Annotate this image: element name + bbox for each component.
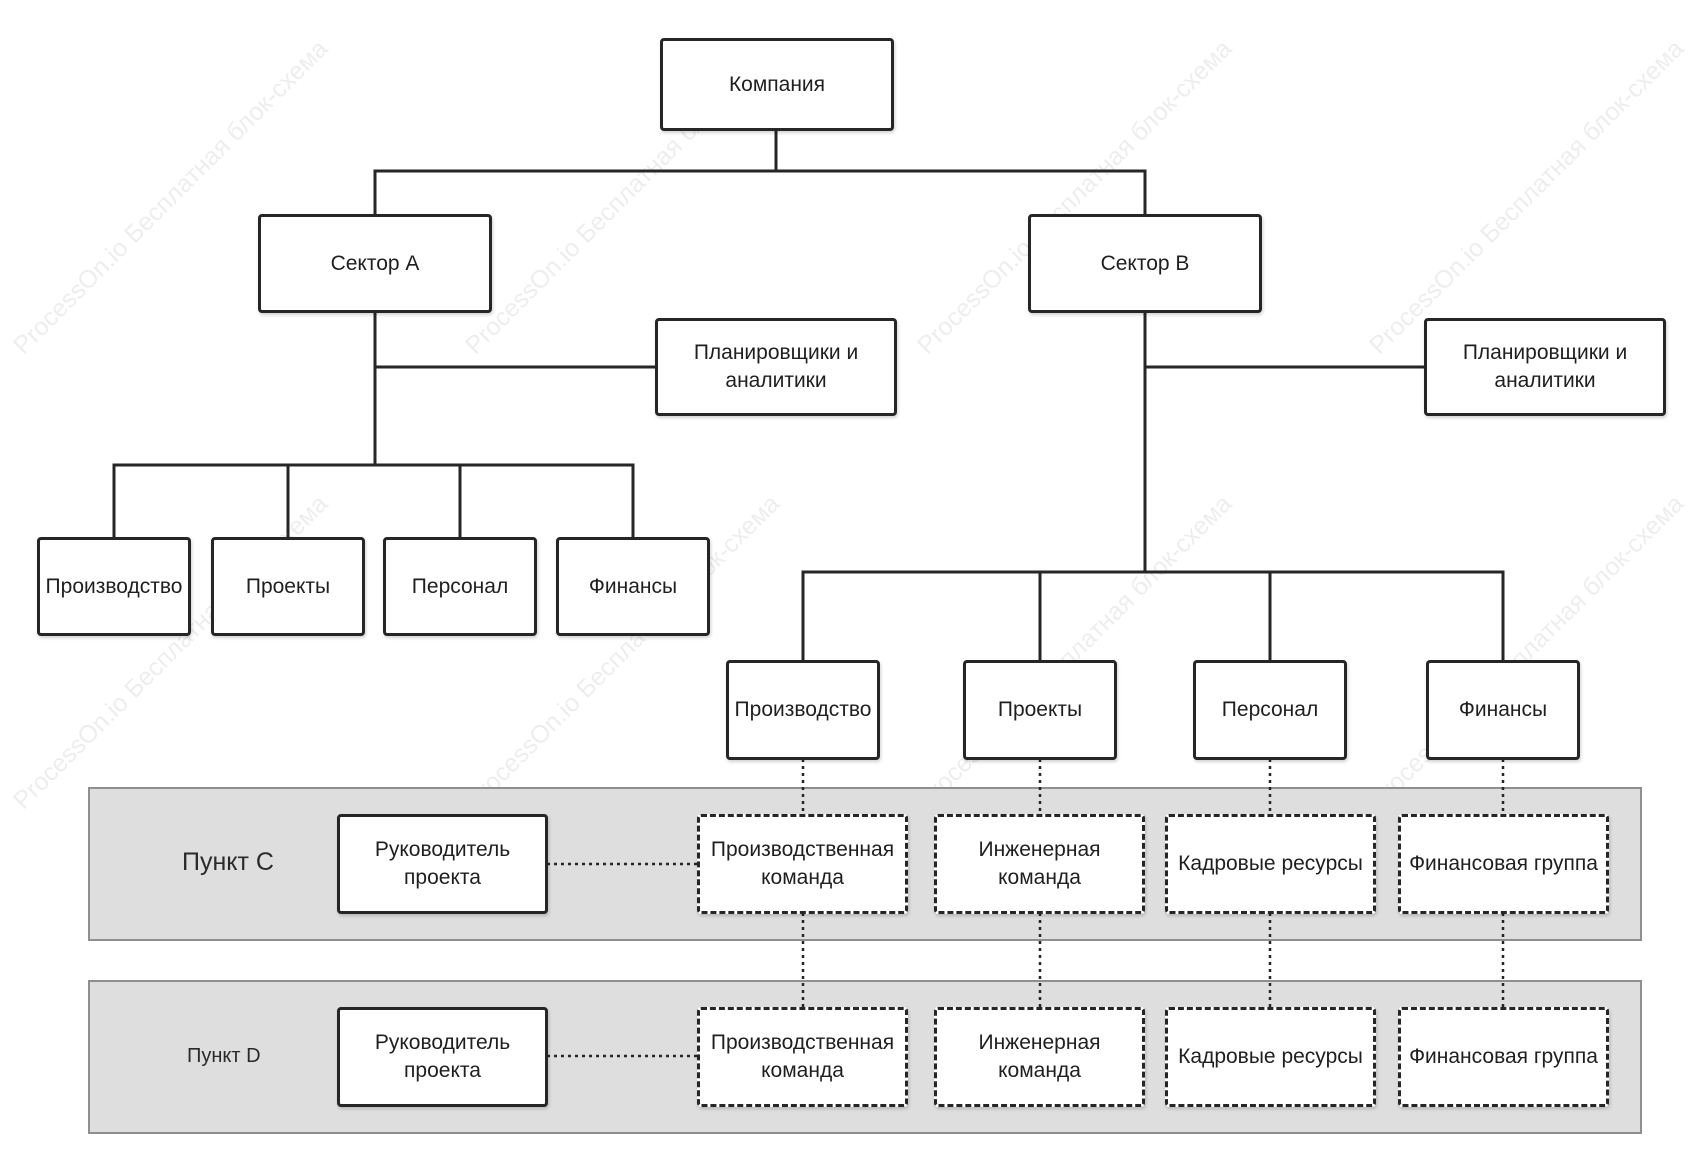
point-d-team-node[interactable]: Кадровые ресурсы [1165, 1007, 1376, 1107]
node-label: Сектор В [1100, 251, 1190, 275]
sector-b-advisors-node[interactable]: Планировщики и аналитики [1424, 318, 1666, 416]
sector-b-department-node[interactable]: Финансы [1426, 660, 1580, 760]
node-label: Персонал [411, 574, 509, 598]
sector-b-node[interactable]: Сектор В [1028, 214, 1262, 313]
node-label: Кадровые ресурсы [1178, 852, 1363, 875]
node-label: Производственная команда [710, 1031, 895, 1082]
sector-a-advisors-node[interactable]: Планировщики и аналитики [655, 318, 897, 416]
sector-b-department-node[interactable]: Проекты [963, 660, 1117, 760]
sector-a-department-node[interactable]: Производство [37, 537, 191, 636]
node-label: Планировщики и аналитики [1462, 341, 1628, 392]
sector-b-department-node[interactable]: Производство [726, 660, 880, 760]
node-label: Проекты [245, 574, 331, 598]
node-label: Руководитель проекта [374, 1031, 511, 1082]
node-label: Инженерная команда [978, 1031, 1101, 1082]
point-c-team-node[interactable]: Инженерная команда [934, 814, 1145, 914]
sector-a-node[interactable]: Сектор А [258, 214, 492, 313]
node-label: Финансовая группа [1409, 1045, 1598, 1068]
sector-a-department-node[interactable]: Персонал [383, 537, 537, 636]
point-c-team-node[interactable]: Финансовая группа [1398, 814, 1609, 914]
point-d-team-node[interactable]: Производственная команда [697, 1007, 908, 1107]
node-label: Сектор А [330, 251, 420, 275]
node-label: Кадровые ресурсы [1178, 1045, 1363, 1068]
sector-a-department-node[interactable]: Финансы [556, 537, 710, 636]
node-label: Планировщики и аналитики [693, 341, 859, 392]
band-label-point-d: Пункт D [187, 1045, 261, 1067]
point-c-team-node[interactable]: Производственная команда [697, 814, 908, 914]
node-label: Производственная команда [710, 838, 895, 889]
point-c-team-node[interactable]: Кадровые ресурсы [1165, 814, 1376, 914]
node-label: Инженерная команда [978, 838, 1101, 889]
sector-a-department-node[interactable]: Проекты [211, 537, 365, 636]
point-d-team-node[interactable]: Инженерная команда [934, 1007, 1145, 1107]
node-label: Персонал [1221, 698, 1319, 721]
node-label: Финансовая группа [1409, 852, 1598, 875]
point-d-manager-node[interactable]: Руководитель проекта [337, 1007, 548, 1107]
node-label: Финансы [588, 574, 678, 598]
point-d-team-node[interactable]: Финансовая группа [1398, 1007, 1609, 1107]
node-label: Производство [734, 698, 872, 721]
node-label: Руководитель проекта [374, 838, 511, 889]
node-label: Проекты [997, 698, 1083, 721]
band-label-point-c: Пункт С [182, 848, 274, 876]
node-label: Производство [45, 574, 183, 598]
node-label: Финансы [1458, 698, 1548, 721]
point-c-manager-node[interactable]: Руководитель проекта [337, 814, 548, 914]
root-node[interactable]: Компания [660, 38, 894, 131]
node-label: Компания [728, 72, 826, 96]
sector-b-department-node[interactable]: Персонал [1193, 660, 1347, 760]
